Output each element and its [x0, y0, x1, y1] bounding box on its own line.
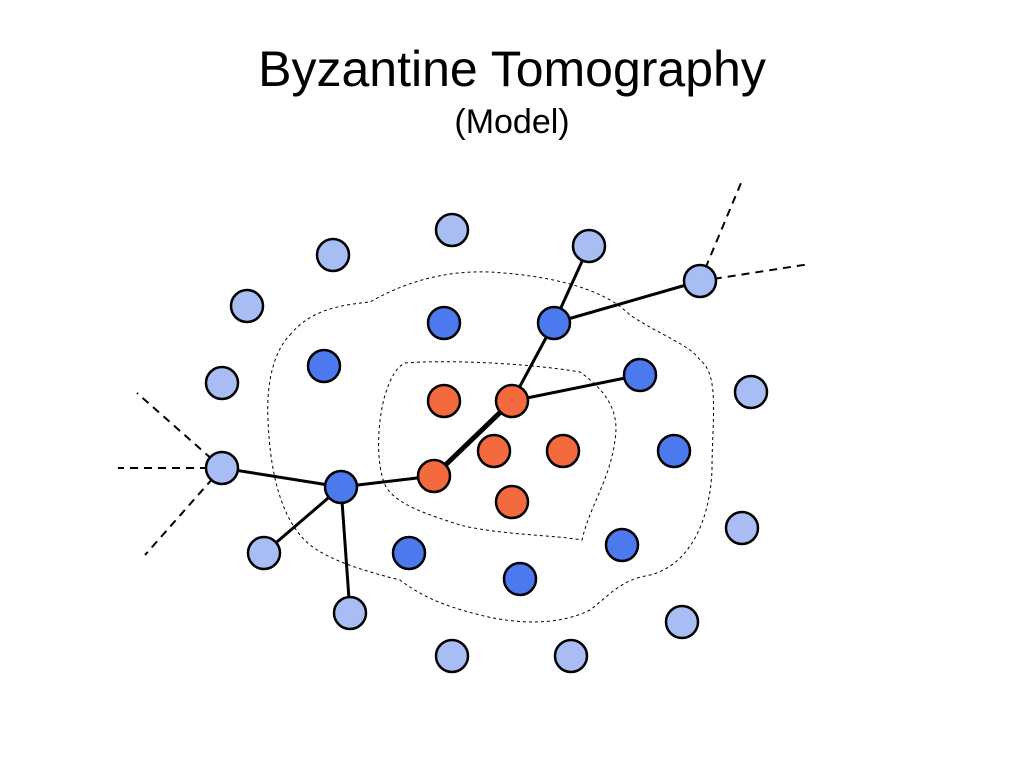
outer-node [315, 237, 351, 273]
byzantine-node [545, 433, 581, 469]
external-links [118, 182, 811, 556]
external-link [136, 392, 223, 469]
slide-title: Byzantine Tomography [258, 41, 766, 97]
byzantine-node [494, 383, 530, 419]
outer-node [733, 374, 769, 410]
inner-node [323, 469, 359, 505]
outer-node [434, 638, 470, 674]
inner-node [604, 527, 640, 563]
byzantine-node [494, 484, 530, 520]
outer-node [682, 263, 718, 299]
external-link [699, 263, 811, 282]
slide-subtitle: (Model) [454, 103, 570, 141]
inner-node [306, 348, 342, 384]
inner-node [622, 357, 658, 393]
outer-node [434, 212, 470, 248]
external-link [699, 182, 742, 282]
inner-node [391, 535, 427, 571]
inner-node [536, 305, 572, 341]
byzantine-node [426, 383, 462, 419]
outer-node [724, 510, 760, 546]
outer-node [204, 365, 240, 401]
inner-node [426, 305, 462, 341]
inner-node [656, 433, 692, 469]
edge [221, 466, 342, 489]
outer-node [332, 595, 368, 631]
outer-nodes [204, 212, 769, 674]
outer-node [571, 228, 607, 264]
edge [553, 279, 701, 325]
edge [339, 486, 352, 614]
edge [432, 399, 514, 478]
outer-node [664, 604, 700, 640]
outer-node [553, 638, 589, 674]
byzantine-node [416, 458, 452, 494]
outer-node [229, 288, 265, 324]
title-block: Byzantine Tomography (Model) [0, 38, 1024, 144]
edge [511, 373, 641, 403]
inner-node [502, 561, 538, 597]
byzantine-node [476, 433, 512, 469]
inner-nodes [306, 305, 692, 597]
outer-node [246, 535, 282, 571]
byzantine-nodes [416, 383, 581, 520]
external-link [144, 467, 223, 556]
outer-node [204, 450, 240, 486]
